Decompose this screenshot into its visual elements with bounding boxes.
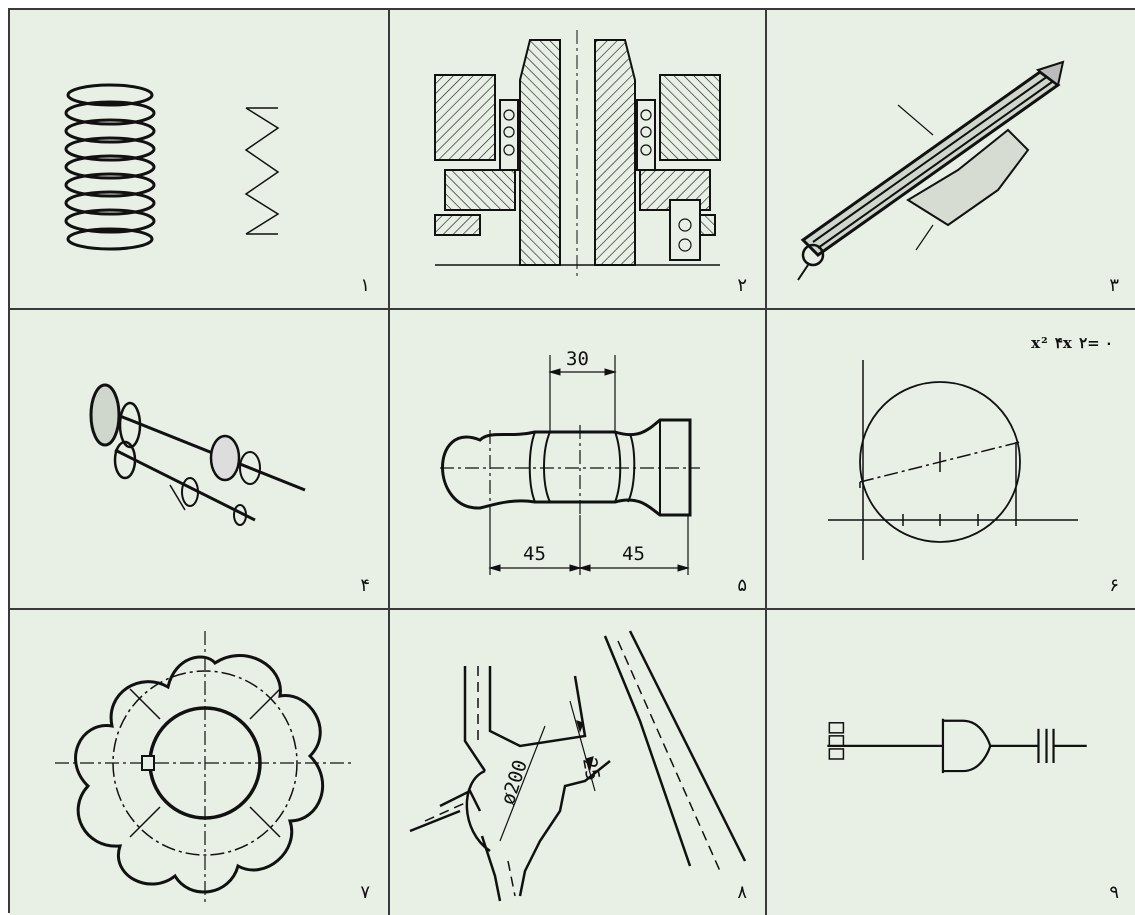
cell-number: ۹ <box>1109 882 1119 903</box>
cell-number: ۸ <box>737 882 747 903</box>
circle-construction-icon <box>828 360 1078 560</box>
lobed-knob-icon <box>55 631 355 906</box>
equation-label: x² ۴x ۲= ۰ <box>1031 334 1113 352</box>
cell-6-circle: x² ۴x ۲= ۰ ۶ <box>767 310 1135 610</box>
cell-number: ۷ <box>360 882 370 903</box>
turned-part-dimension-icon: 30 45 45 <box>440 348 700 575</box>
cell-number: ۶ <box>1109 575 1119 596</box>
cell-1-spring: ۱ <box>10 10 390 310</box>
cell-number: ۲ <box>737 275 747 296</box>
figure-grid: ۱ <box>8 8 1135 915</box>
cell-8-pipe: ø200 25 ۸ <box>390 610 767 915</box>
cell-4-assembly: ۴ <box>10 310 390 610</box>
cell-number: ۳ <box>1109 275 1119 296</box>
machine-slide-icon <box>797 60 1065 281</box>
cell-number: ۵ <box>737 575 747 596</box>
spring-icon <box>64 83 280 251</box>
circuit-symbol-icon <box>827 718 1087 774</box>
dim-top-label: 30 <box>566 348 589 370</box>
dim-right-label: 45 <box>622 543 645 565</box>
dim-diameter-label: ø200 <box>497 757 532 807</box>
dim-width-label: 25 <box>578 756 604 782</box>
cell-9-circuit: ۹ <box>767 610 1135 915</box>
dim-left-label: 45 <box>523 543 546 565</box>
cell-number: ۴ <box>360 575 370 596</box>
cell-7-knob: ۷ <box>10 610 390 915</box>
cell-2-spindle: ۲ <box>390 10 767 310</box>
gear-shaft-assembly-icon <box>89 383 306 526</box>
cell-5-turned-part: 30 45 45 ۵ <box>390 310 767 610</box>
spindle-section-icon <box>434 30 721 280</box>
pipe-junction-icon: ø200 25 <box>409 630 747 902</box>
cell-3-slide: ۳ <box>767 10 1135 310</box>
cell-number: ۱ <box>360 275 370 296</box>
